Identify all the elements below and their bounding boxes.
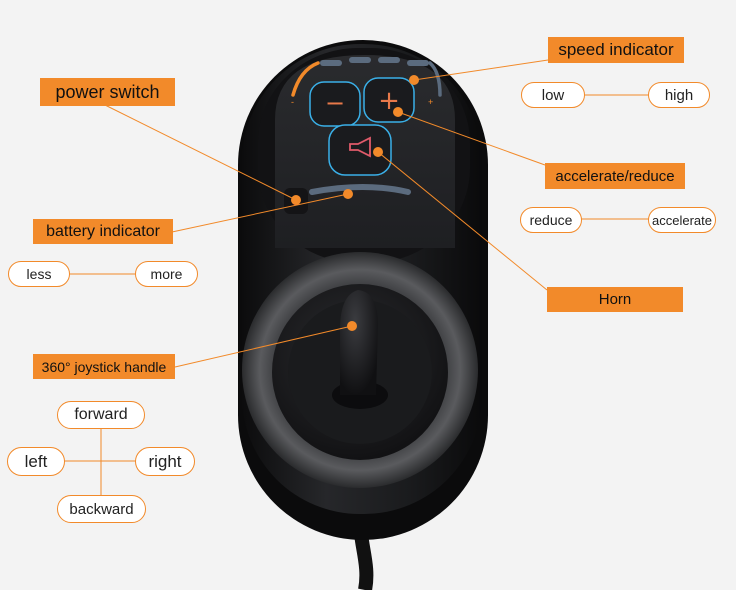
scale-min-mark: - <box>291 97 294 107</box>
accelerate-reduce-label: accelerate/reduce <box>545 163 685 189</box>
horn-label: Horn <box>547 287 683 312</box>
leader-lines <box>64 59 650 496</box>
control-panel: - + − + <box>275 55 455 248</box>
pill-more: more <box>135 261 198 287</box>
horn-button[interactable] <box>328 124 392 176</box>
battery-indicator-bar <box>309 184 411 195</box>
pill-left: left <box>7 447 65 476</box>
pill-accelerate: accelerate <box>648 207 716 233</box>
pill-low: low <box>521 82 585 108</box>
speed-indicator-label: speed indicator <box>548 37 684 63</box>
joystick-assembly <box>242 252 478 488</box>
scale-max-mark: + <box>428 97 433 107</box>
horn-icon <box>349 136 371 158</box>
pill-backward: backward <box>57 495 146 523</box>
joystick-handle[interactable] <box>332 290 388 409</box>
reduce-speed-button[interactable]: − <box>309 81 361 127</box>
power-switch-label: power switch <box>40 78 175 106</box>
minus-icon: − <box>325 89 345 117</box>
joystick-handle-label: 360° joystick handle <box>33 354 175 379</box>
pill-reduce: reduce <box>520 207 582 233</box>
pill-right: right <box>135 447 195 476</box>
speed-indicator-bars: - + <box>291 57 442 107</box>
pill-less: less <box>8 261 70 287</box>
battery-indicator-label: battery indicator <box>33 219 173 244</box>
pill-forward: forward <box>57 401 145 429</box>
pill-high: high <box>648 82 710 108</box>
